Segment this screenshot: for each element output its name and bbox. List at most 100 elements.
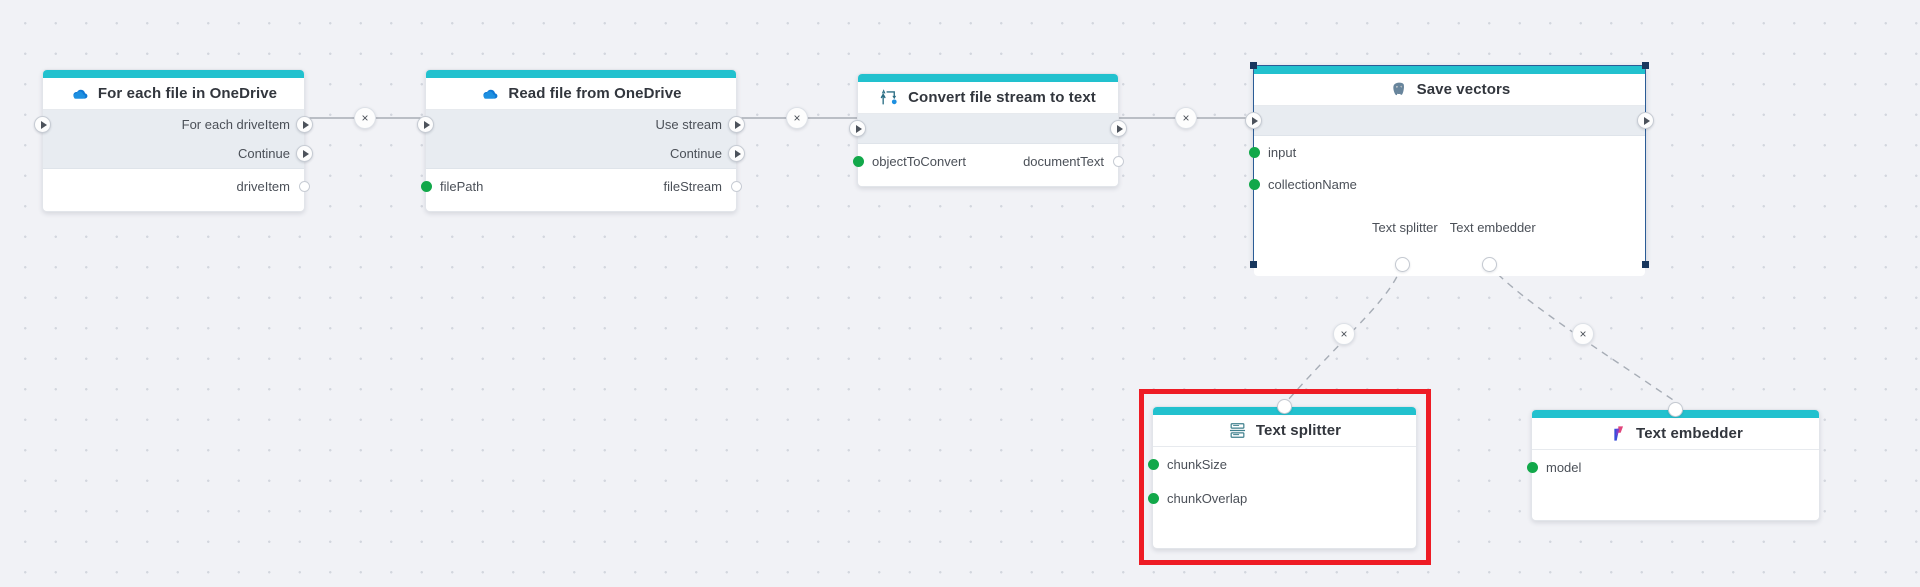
edge-delete-button[interactable]: × xyxy=(1175,107,1197,129)
slot-label-text-embedder: Text embedder xyxy=(1449,220,1536,235)
subnode-top-port[interactable] xyxy=(1277,399,1292,414)
data-row[interactable]: filePath fileStream xyxy=(420,169,742,203)
postgresql-elephant-icon xyxy=(1389,80,1408,99)
exec-in-port[interactable] xyxy=(417,116,434,133)
selection-handle-bottom-right[interactable] xyxy=(1642,261,1649,268)
data-row[interactable]: driveItem xyxy=(43,169,310,203)
node-title: Convert file stream to text xyxy=(908,89,1096,106)
annotation-highlight-rect xyxy=(1139,389,1431,565)
data-in-label: chunkOverlap xyxy=(1167,490,1248,506)
node-title: Text embedder xyxy=(1636,425,1743,442)
data-in-port[interactable] xyxy=(420,180,432,192)
subnode-port-text-splitter[interactable] xyxy=(1395,257,1410,272)
node-header: Convert file stream to text xyxy=(858,82,1118,114)
data-in-port[interactable] xyxy=(1248,178,1260,190)
exec-row-label: Continue xyxy=(237,146,290,161)
edge-delete-button[interactable]: × xyxy=(1572,323,1594,345)
data-in-port[interactable] xyxy=(1526,461,1538,473)
node-accent-bar xyxy=(1254,66,1645,74)
data-in-label: objectToConvert xyxy=(872,153,966,169)
text-splitter-icon xyxy=(1228,421,1247,440)
exec-port-strip xyxy=(849,114,1127,144)
node-text-embedder[interactable]: Text embedder model xyxy=(1526,402,1820,521)
node-header: Read file from OneDrive xyxy=(426,78,736,110)
exec-port-strip: Use stream Continue xyxy=(417,110,745,169)
onedrive-cloud-icon xyxy=(480,84,499,103)
node-accent-bar xyxy=(43,70,304,78)
exec-in-port[interactable] xyxy=(1245,112,1262,129)
node-read-file-from-onedrive[interactable]: Read file from OneDrive Use stream Conti… xyxy=(417,69,745,212)
onedrive-cloud-icon xyxy=(70,84,89,103)
data-out-port[interactable] xyxy=(298,180,310,192)
text-embedder-icon xyxy=(1608,424,1627,443)
node-accent-bar xyxy=(426,70,736,78)
selection-handle-top-right[interactable] xyxy=(1642,62,1649,69)
node-title: For each file in OneDrive xyxy=(97,85,278,102)
edge-delete-button[interactable]: × xyxy=(786,107,808,129)
exec-out-port[interactable] xyxy=(1637,112,1654,129)
exec-row[interactable]: Continue xyxy=(426,139,745,168)
exec-row[interactable] xyxy=(849,114,1127,143)
exec-port-strip xyxy=(1245,106,1654,136)
node-save-vectors[interactable]: Save vectors input collectionName Text s… xyxy=(1245,62,1654,276)
data-row[interactable]: input xyxy=(1248,136,1645,168)
subnode-top-port[interactable] xyxy=(1668,402,1683,417)
data-out-label: documentText xyxy=(1023,153,1104,169)
node-for-each-file-in-onedrive[interactable]: For each file in OneDrive For each drive… xyxy=(34,69,313,212)
node-title: Save vectors xyxy=(1416,81,1511,98)
subnode-slot-labels: Text splitter Text embedder xyxy=(1372,220,1536,235)
data-out-port[interactable] xyxy=(1112,155,1124,167)
exec-out-port[interactable] xyxy=(1110,120,1127,137)
exec-row-label: For each driveItem xyxy=(181,117,290,132)
exec-out-port[interactable] xyxy=(296,145,313,162)
data-in-label: collectionName xyxy=(1268,176,1357,192)
data-row[interactable]: chunkOverlap xyxy=(1147,481,1416,515)
node-title: Read file from OneDrive xyxy=(508,85,682,102)
node-accent-bar xyxy=(858,74,1118,82)
node-header: Text embedder xyxy=(1532,418,1819,450)
data-in-label: input xyxy=(1268,144,1297,160)
data-out-port[interactable] xyxy=(730,180,742,192)
exec-row[interactable] xyxy=(1245,106,1654,135)
exec-row[interactable]: Continue xyxy=(43,139,313,168)
exec-port-strip: For each driveItem Continue xyxy=(34,110,313,169)
convert-transform-icon xyxy=(880,88,899,107)
selection-handle-top-left[interactable] xyxy=(1250,62,1257,69)
data-out-label: fileStream xyxy=(663,178,722,194)
data-port-area: filePath fileStream xyxy=(420,169,742,211)
exec-row-label: Continue xyxy=(669,146,722,161)
exec-out-port[interactable] xyxy=(728,116,745,133)
data-in-port[interactable] xyxy=(1147,458,1159,470)
data-in-label: filePath xyxy=(440,178,484,194)
data-row[interactable]: model xyxy=(1526,450,1819,484)
exec-in-port[interactable] xyxy=(849,120,866,137)
exec-row[interactable]: For each driveItem xyxy=(34,110,313,139)
exec-out-port[interactable] xyxy=(296,116,313,133)
edge-delete-button[interactable]: × xyxy=(354,107,376,129)
node-header: Save vectors xyxy=(1254,74,1645,106)
node-text-splitter[interactable]: Text splitter chunkSize chunkOverlap xyxy=(1147,399,1417,549)
edge-delete-button[interactable]: × xyxy=(1333,323,1355,345)
slot-label-text-splitter: Text splitter xyxy=(1372,220,1438,235)
node-convert-file-stream-to-text[interactable]: Convert file stream to text objectToConv… xyxy=(849,73,1127,187)
node-header: For each file in OneDrive xyxy=(43,78,304,110)
subnode-port-text-embedder[interactable] xyxy=(1482,257,1497,272)
selection-handle-bottom-left[interactable] xyxy=(1250,261,1257,268)
data-in-port[interactable] xyxy=(852,155,864,167)
data-port-area: input collectionName xyxy=(1248,136,1645,276)
node-header: Text splitter xyxy=(1153,415,1416,447)
data-in-port[interactable] xyxy=(1147,492,1159,504)
data-row[interactable]: collectionName xyxy=(1248,168,1645,200)
exec-in-port[interactable] xyxy=(34,116,51,133)
data-row[interactable]: chunkSize xyxy=(1147,447,1416,481)
data-port-area: objectToConvert documentText xyxy=(852,144,1124,186)
data-out-label: driveItem xyxy=(236,178,290,194)
data-in-label: chunkSize xyxy=(1167,456,1227,472)
data-port-area: model xyxy=(1526,450,1819,520)
exec-row[interactable]: Use stream xyxy=(417,110,745,139)
exec-out-port[interactable] xyxy=(728,145,745,162)
data-in-port[interactable] xyxy=(1248,146,1260,158)
node-title: Text splitter xyxy=(1255,422,1342,439)
data-row[interactable]: objectToConvert documentText xyxy=(852,144,1124,178)
